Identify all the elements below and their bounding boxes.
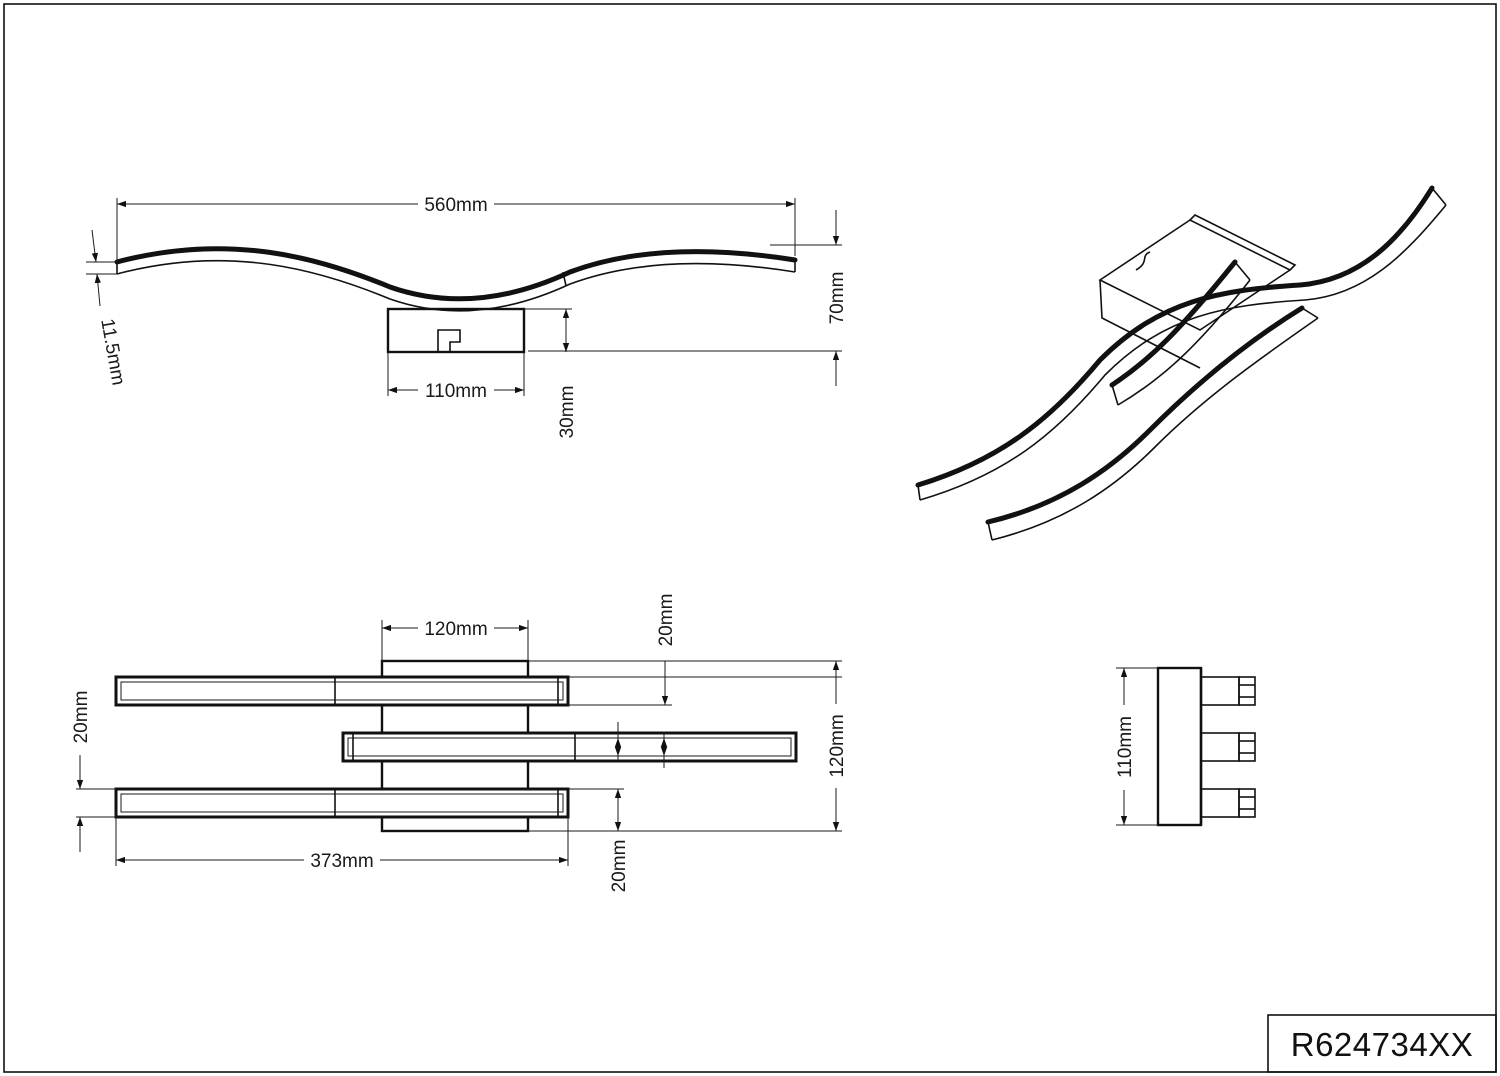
- dim-top-base-width: 120mm: [424, 619, 487, 640]
- top-view: 120mm 20mm 120mm 20mm 373mm 20mm: [71, 594, 848, 893]
- dim-bar-width: 20mm: [71, 691, 92, 744]
- title-block: R624734XX: [1267, 1014, 1497, 1073]
- wave-arm-inner: [116, 259, 796, 312]
- dim-base-width: 110mm: [425, 381, 487, 402]
- dim-total-length: 560mm: [424, 195, 487, 216]
- dim-total-depth: 120mm: [827, 714, 848, 777]
- dim-height: 70mm: [827, 272, 848, 325]
- side-base: [1156, 666, 1203, 827]
- side-view: 110mm: [1115, 666, 1256, 827]
- cable-slot: [437, 329, 461, 352]
- perspective-view: [915, 185, 1447, 541]
- wave-arm-outer: [114, 246, 798, 302]
- drawing-frame: [3, 3, 1497, 1073]
- dim-offset-bottom: 20mm: [609, 840, 630, 893]
- bar-middle: [341, 731, 798, 763]
- bar-upper: [114, 675, 570, 707]
- dim-base-height: 30mm: [557, 386, 578, 439]
- front-view: 560mm 70mm 11.5mm 110mm 30mm: [86, 195, 848, 438]
- dim-bar-thickness: 11.5mm: [96, 317, 128, 387]
- dim-bar-length: 373mm: [310, 851, 373, 872]
- model-number: R624734XX: [1291, 1026, 1473, 1063]
- dim-side-depth: 110mm: [1115, 716, 1136, 778]
- bar-lower: [114, 787, 570, 819]
- dim-offset-top: 20mm: [656, 594, 677, 647]
- ceiling-base-front: [386, 307, 526, 354]
